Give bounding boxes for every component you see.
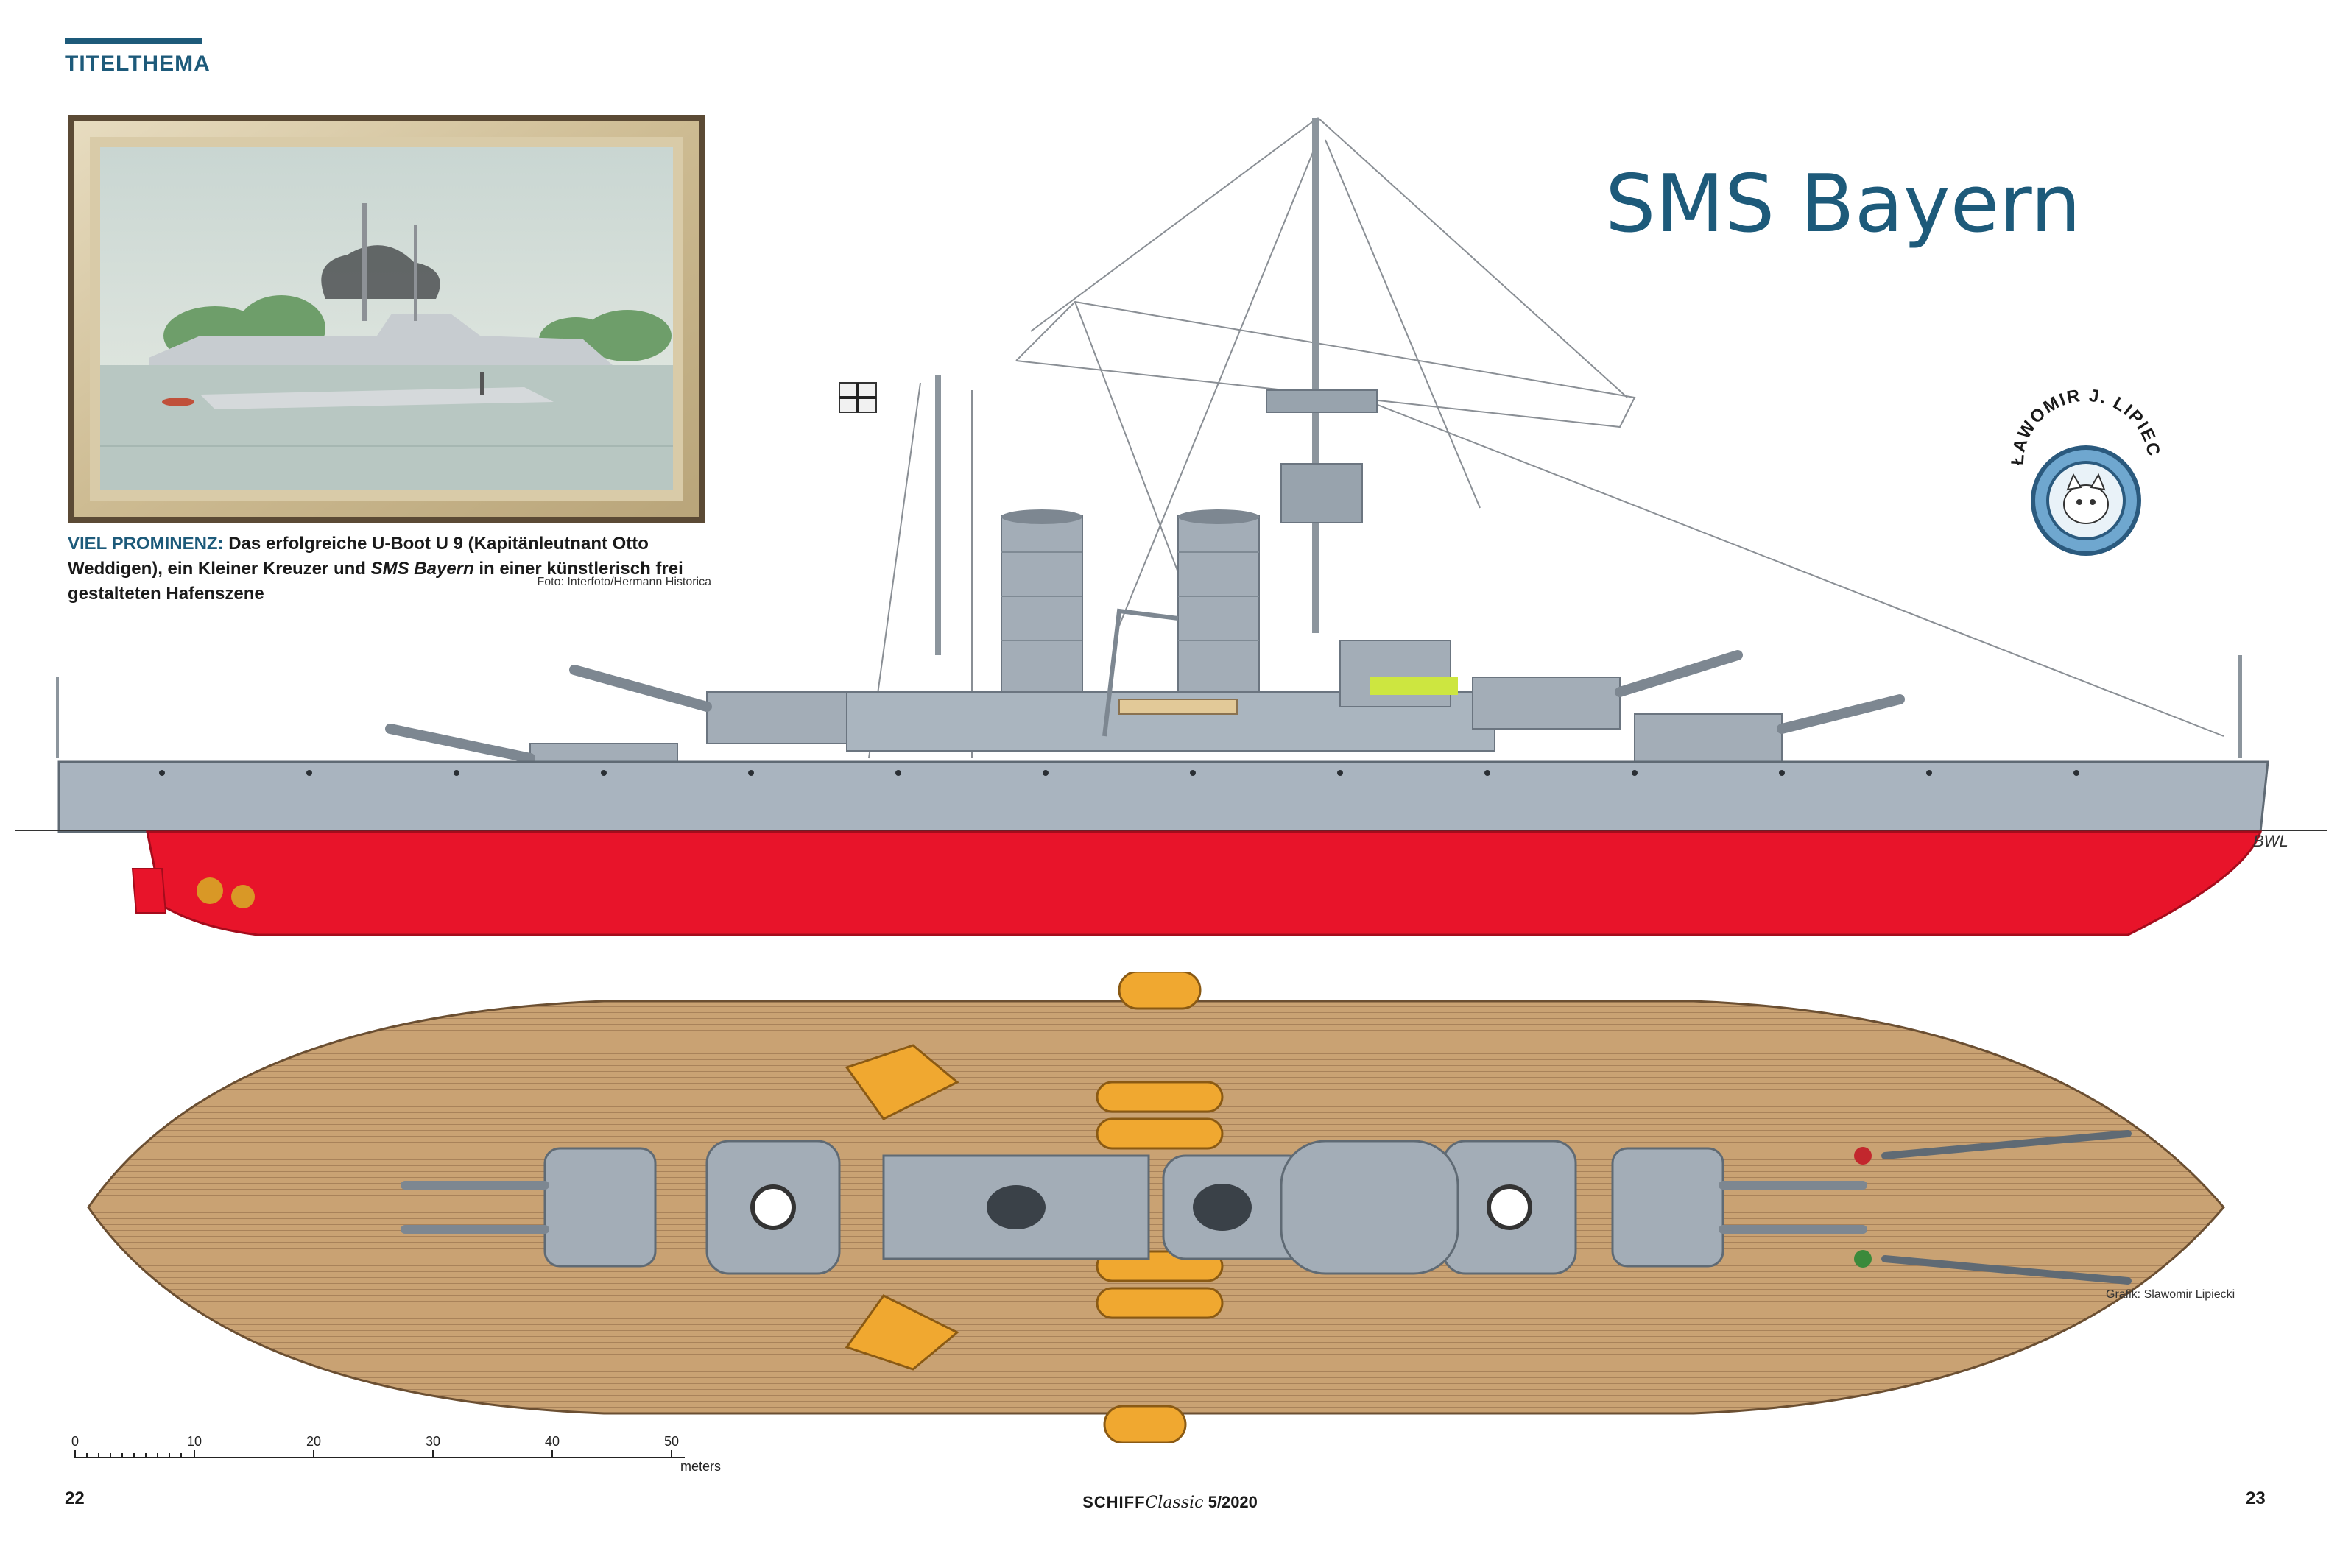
page-title: SMS Bayern [1605, 158, 2082, 250]
magazine-issue: 5/2020 [1203, 1493, 1258, 1511]
graphic-credit: Grafik: Slawomir Lipiecki [2106, 1288, 2235, 1301]
photo-caption: VIEL PROMINENZ: Das erfolgreiche U-Boot … [68, 532, 716, 607]
page-number-left: 22 [65, 1488, 85, 1508]
caption-text-1: Das erfolgreiche U-Boot U 9 (Kapitänleut… [68, 534, 649, 579]
ship-deck-plan [87, 972, 2225, 1443]
section-label: TITELTHEMA [65, 52, 211, 76]
caption-lead: VIEL PROMINENZ: [68, 534, 224, 554]
page-number-right: 23 [2246, 1488, 2266, 1508]
magazine-name: SCHIFF [1082, 1493, 1146, 1511]
scale-tick-20: 20 [306, 1434, 321, 1449]
ship-side-profile: BWL [15, 117, 2327, 936]
scale-tick-30: 30 [426, 1434, 440, 1449]
harbour-painting [68, 115, 705, 523]
scale-tick-10: 10 [187, 1434, 202, 1449]
scale-bar: 0 10 20 30 40 50 meters [71, 1434, 721, 1474]
caption-text-2: in einer künstlerisch frei gestalteten H… [68, 559, 683, 604]
scale-tick-40: 40 [545, 1434, 560, 1449]
caption-ship-name: SMS Bayern [370, 559, 474, 579]
magazine-footer: SCHIFFClassic 5/2020 [1082, 1493, 1258, 1512]
scale-tick-50: 50 [664, 1434, 679, 1449]
scale-tick-0: 0 [71, 1434, 79, 1449]
section-rule [65, 38, 202, 44]
artist-badge: SŁAWOMIR J. LIPIECKI [2009, 383, 2163, 556]
draughtsman-stamp: BWL [2253, 832, 2288, 850]
photo-credit: Foto: Interfoto/Hermann Historica [537, 576, 711, 588]
scale-unit: meters [680, 1459, 721, 1474]
magazine-classic: Classic [1145, 1494, 1204, 1512]
